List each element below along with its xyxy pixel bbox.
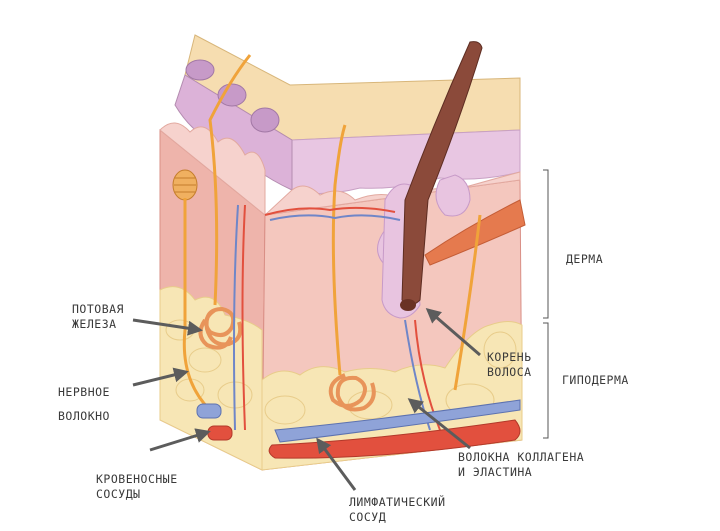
hair-bulb-icon <box>400 299 416 311</box>
arrow-hair-root <box>425 308 481 357</box>
arrow-lymph-vessel <box>316 437 357 491</box>
arrow-sweat-gland <box>132 318 203 336</box>
lymph-vessel-tube <box>274 399 521 443</box>
vein-crosssection <box>196 403 222 419</box>
arrector-muscle <box>424 199 526 266</box>
sweat-duct-coil-lines <box>174 177 196 193</box>
arrow-nerve-fiber <box>132 367 189 387</box>
label-dermis: ДЕРМА <box>566 252 604 266</box>
hair-shaft-icon <box>401 41 483 306</box>
arrow-blood-vessels <box>149 428 211 452</box>
artery-crosssection <box>207 425 233 441</box>
label-hypodermis: ГИПОДЕРМА <box>562 373 629 387</box>
artery-tube <box>268 419 521 459</box>
papillary-waves <box>159 122 266 217</box>
arrow-collagen-fibers <box>407 398 471 450</box>
pointer-arrows <box>132 308 481 491</box>
sweat-gland-coil-front <box>328 373 376 412</box>
sebaceous-gland-right-icon <box>435 174 471 217</box>
layer-brackets <box>543 169 549 439</box>
